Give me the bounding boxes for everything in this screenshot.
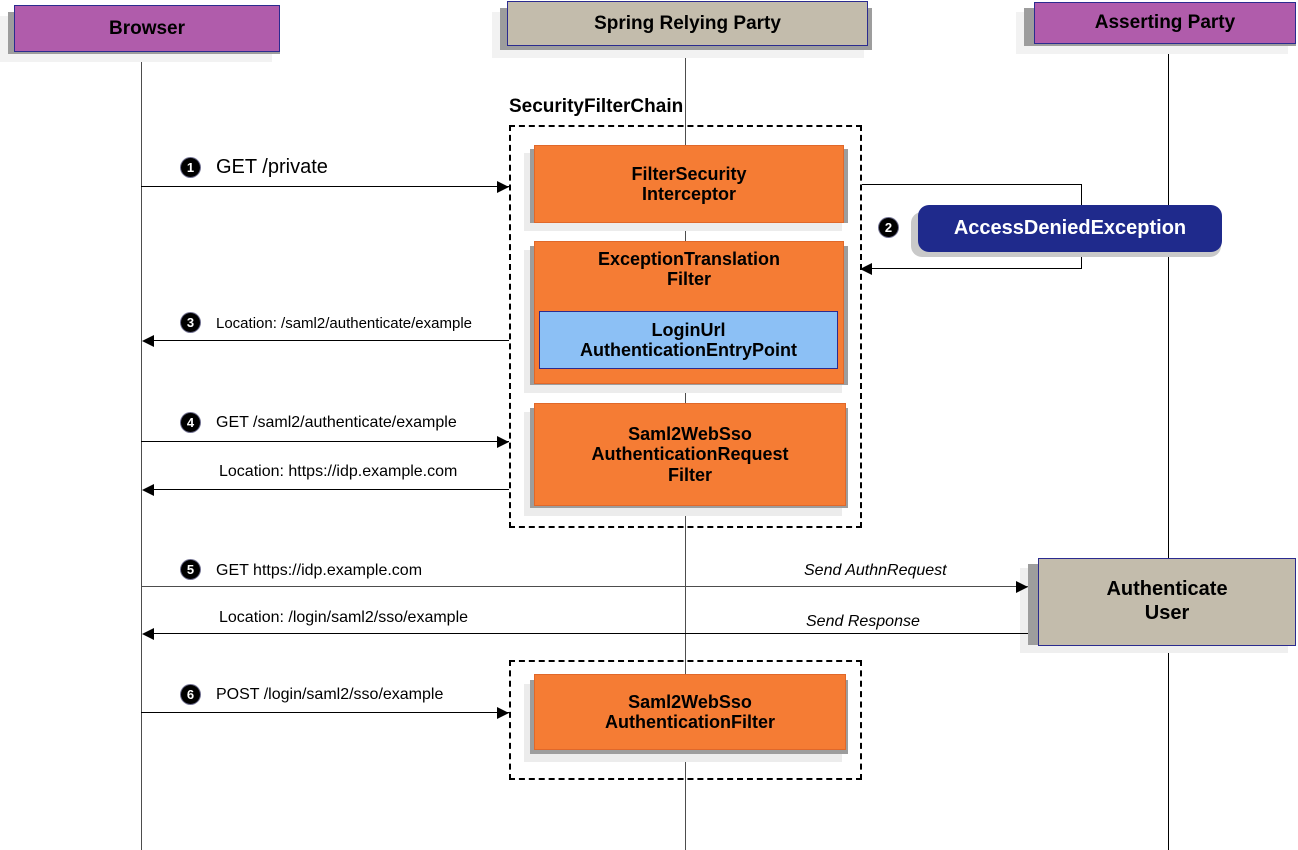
filter-label-line1: ExceptionTranslation [597, 249, 781, 269]
arrow-line-location-idp [152, 489, 509, 490]
nested-label-line2: AuthenticationEntryPoint [580, 340, 797, 360]
security-filter-chain-group-bottom [509, 660, 862, 780]
step-badge-2: 2 [879, 218, 898, 237]
filter-label-line2: AuthenticationFilter [605, 712, 775, 732]
arrow-line-location-saml2-authenticate [152, 340, 509, 341]
authenticate-user-line2: User [1144, 602, 1190, 624]
filter-label-line2: Interceptor [641, 184, 737, 204]
participant-browser-label: Browser [108, 17, 186, 39]
message-label-location-idp: Location: https://idp.example.com [219, 463, 458, 480]
arrow-head-get-private [497, 181, 509, 193]
step-badge-5: 5 [181, 560, 200, 579]
note-access-denied-exception[interactable]: AccessDeniedException [918, 205, 1222, 252]
arrow-head-send-authn-request [1016, 581, 1028, 593]
note-access-denied-exception-label: AccessDeniedException [953, 217, 1187, 239]
message-label-get-private: GET /private [216, 156, 328, 178]
step-badge-4: 4 [181, 413, 200, 432]
nested-label-line1: LoginUrl [651, 319, 726, 340]
filter-box-saml2-websso-authentication-request-filter[interactable]: Saml2WebSso AuthenticationRequest Filter [534, 403, 846, 506]
authenticate-user-line1: Authenticate [1106, 578, 1228, 601]
arrow-line-get-idp [141, 586, 1028, 587]
filter-label-line2: AuthenticationRequest [591, 444, 789, 465]
arrow-line-exception-out [862, 184, 1081, 185]
participant-asserting-party-label: Asserting Party [1094, 12, 1236, 33]
arrow-head-location-saml2-authenticate [142, 335, 154, 347]
message-label-send-authn-request: Send AuthnRequest [804, 562, 947, 579]
arrow-line-get-private [141, 186, 509, 187]
participant-spring-relying-party-label: Spring Relying Party [594, 12, 781, 34]
security-filter-chain-group [509, 125, 862, 528]
message-label-get-idp: GET https://idp.example.com [216, 562, 423, 579]
activity-box-authenticate-user[interactable]: Authenticate User [1038, 558, 1296, 646]
filter-label-line1: Saml2WebSso [628, 424, 752, 445]
filter-label-line2: Filter [666, 269, 711, 290]
arrow-line-location-login-saml2-sso [152, 633, 1028, 634]
arrow-line-get-saml2-authenticate [141, 441, 509, 442]
step-badge-6: 6 [181, 685, 200, 704]
message-label-post-login-saml2-sso: POST /login/saml2/sso/example [216, 686, 444, 703]
message-label-get-saml2-authenticate: GET /saml2/authenticate/example [216, 414, 457, 431]
lifeline-browser [141, 52, 142, 850]
participant-asserting-party[interactable]: Asserting Party [1034, 2, 1296, 44]
arrow-head-post-login-saml2-sso [497, 707, 509, 719]
arrow-head-get-saml2-authenticate [497, 436, 509, 448]
participant-spring-relying-party[interactable]: Spring Relying Party [507, 1, 868, 46]
nested-box-login-url-authentication-entry-point[interactable]: LoginUrl AuthenticationEntryPoint [539, 311, 838, 369]
step-badge-3: 3 [181, 313, 200, 332]
lifeline-asserting-party [1168, 44, 1169, 850]
participant-browser[interactable]: Browser [14, 5, 280, 52]
filter-box-saml2-websso-authentication-filter[interactable]: Saml2WebSso AuthenticationFilter [534, 674, 846, 750]
security-filter-chain-label: SecurityFilterChain [509, 96, 684, 117]
arrow-line-post-login-saml2-sso [141, 712, 509, 713]
arrow-line-exception-back [866, 268, 1081, 269]
arrow-head-exception-back [860, 263, 872, 275]
filter-label-line1: Saml2WebSso [628, 691, 752, 712]
arrow-head-location-login-saml2-sso [142, 628, 154, 640]
filter-label-line1: FilterSecurity [631, 163, 747, 184]
arrow-head-location-idp [142, 484, 154, 496]
filter-box-filter-security-interceptor[interactable]: FilterSecurity Interceptor [534, 145, 844, 223]
step-badge-1: 1 [181, 158, 200, 177]
message-label-send-response: Send Response [806, 613, 920, 630]
message-label-location-login-saml2-sso: Location: /login/saml2/sso/example [219, 609, 469, 626]
filter-label-line3: Filter [667, 464, 712, 485]
message-label-location-saml2-authenticate: Location: /saml2/authenticate/example [216, 315, 472, 332]
